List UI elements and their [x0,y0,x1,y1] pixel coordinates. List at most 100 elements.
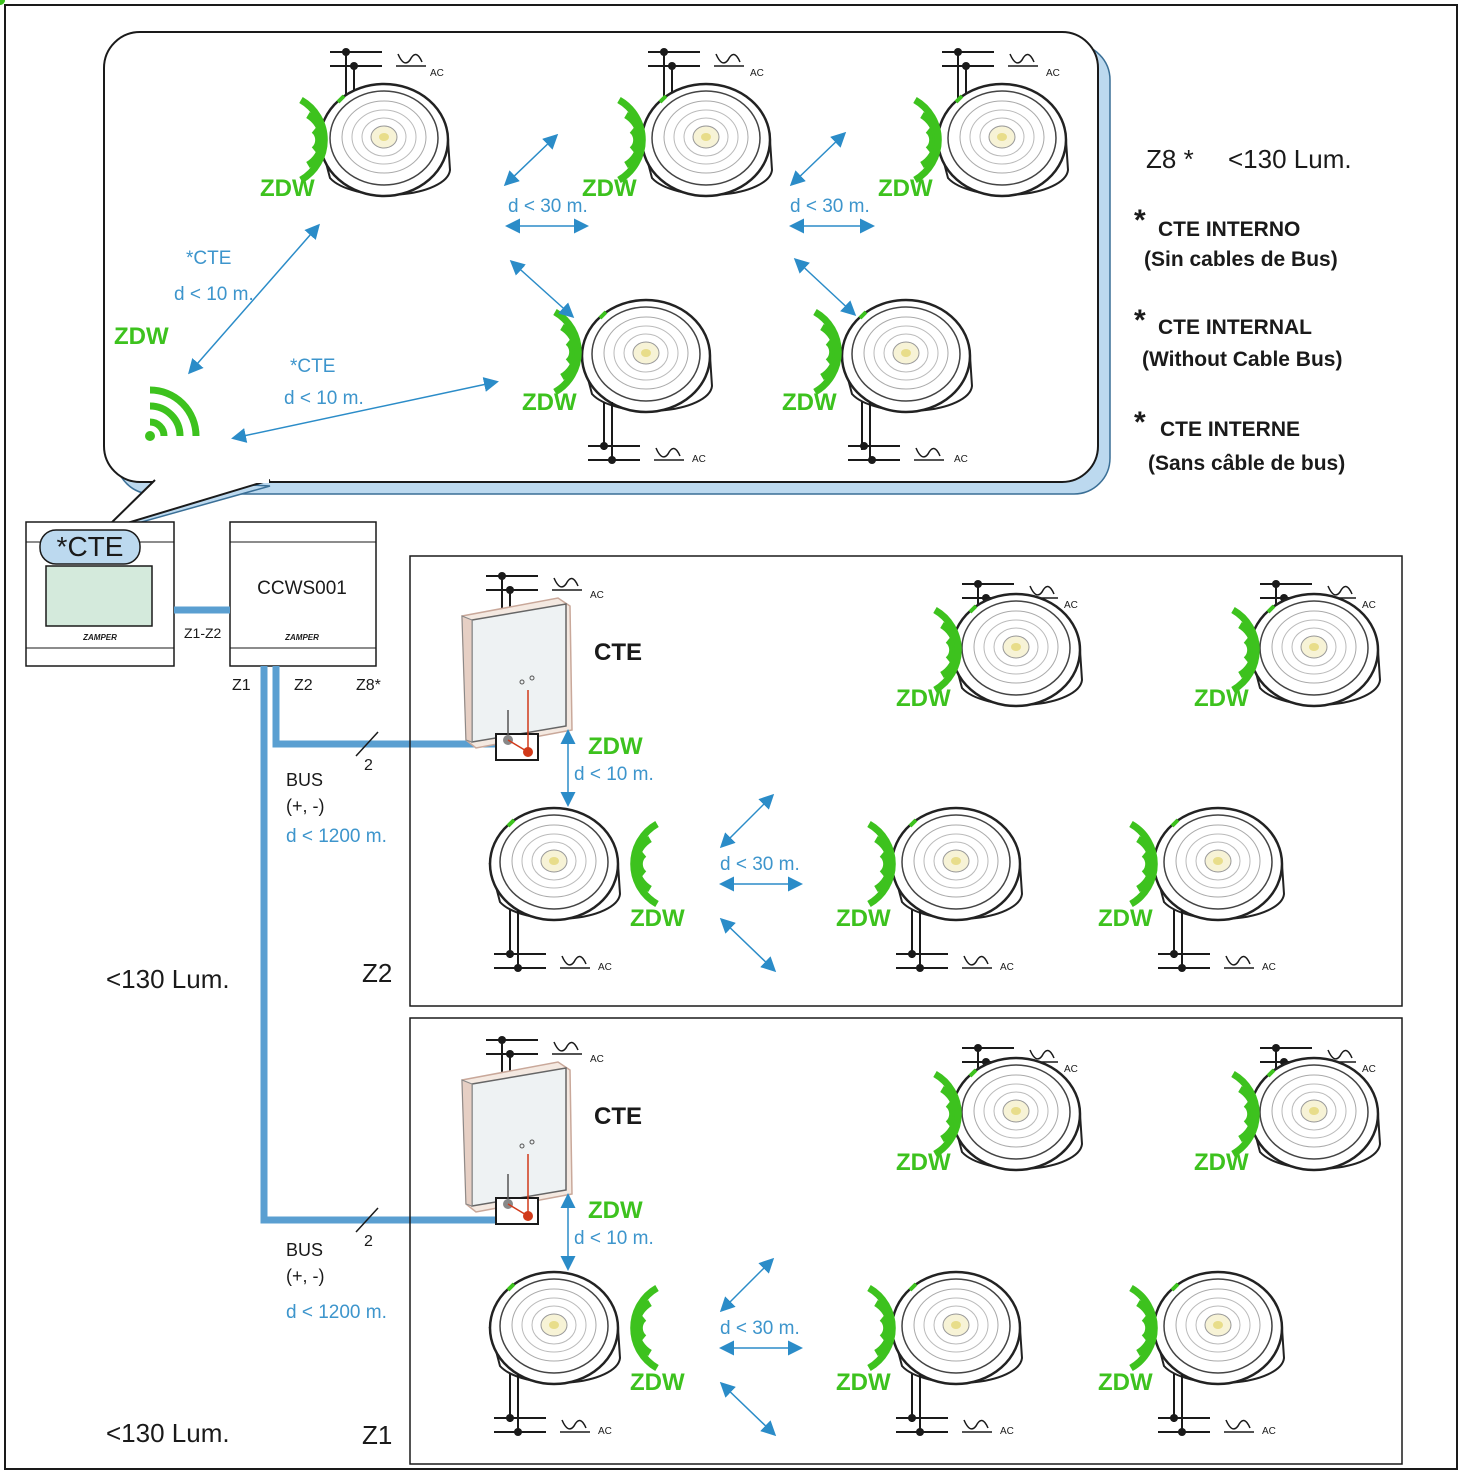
downlight-icon [936,82,1070,198]
port-z2: Z2 [294,677,313,694]
svg-text:ZDW: ZDW [582,175,637,202]
controller-screen [45,565,153,627]
ac-power-icon [1157,1413,1255,1437]
wifi-arcs-icon [935,1074,961,1154]
zdw-label: ZDW [1098,1369,1153,1396]
bus-terminal [495,1197,539,1225]
svg-text:(Sin cables de Bus): (Sin cables de Bus) [1144,248,1338,271]
svg-text:AC: AC [692,454,706,465]
cte-label: CTE [594,639,642,666]
wifi-arcs-icon [869,1288,895,1368]
ac-label: AC [598,962,612,973]
svg-text:AC: AC [1046,68,1060,79]
link-label-d30: d < 30 m. [790,196,870,217]
ac-label: AC [1064,1064,1078,1075]
ac-label: AC [598,1426,612,1437]
ac-label: AC [1000,1426,1014,1437]
bus-distance: d < 1200 m. [286,1302,387,1323]
z8-luminaire-1: AC ZDW [260,47,452,202]
bus-polarity: (+, -) [286,796,325,816]
svg-text:ZDW: ZDW [522,389,577,416]
svg-text:ZDW: ZDW [878,175,933,202]
link-label-cte: *CTE [290,356,335,377]
bus-polarity: (+, -) [286,1266,325,1286]
wall-sensor-device [461,1061,573,1213]
link-label-d30: d < 30 m. [508,196,588,217]
port-z1: Z1 [232,677,251,694]
zdw-label: ZDW [1098,905,1153,932]
zdw-label: ZDW [1194,685,1249,712]
zdw-label: ZDW [836,1369,891,1396]
ac-label: AC [1262,1426,1276,1437]
cte-label: CTE [594,1103,642,1130]
link-arrow [719,1381,777,1437]
z1-lum: <130 Lum. [106,1418,230,1448]
bus-label: BUS [286,1240,323,1260]
wire-count-tick [355,731,379,757]
zone-z2-box [409,555,1403,1007]
svg-text:*CTE: *CTE [57,531,124,562]
svg-text:ZDW: ZDW [114,323,169,350]
legend: Z8 * <130 Lum. * CTE INTERNO (Sin cables… [1134,144,1352,475]
ac-power-icon [1157,949,1255,973]
wifi-arcs-icon [1233,1074,1259,1154]
link-label-d30: d < 30 m. [720,1318,800,1339]
downlight-icon [890,1270,1024,1386]
bus-cables [174,606,496,1224]
svg-text:CTE INTERNO: CTE INTERNO [1158,218,1300,241]
ac-label: AC [1000,962,1014,973]
port-z1z2: Z1-Z2 [184,625,222,641]
wifi-arcs-icon [869,824,895,904]
ccws-model: CCWS001 [257,578,347,599]
downlight-icon [890,806,1024,922]
wire-count-tick [355,1207,379,1233]
downlight-icon [488,806,622,922]
downlight-icon [640,82,774,198]
cte-controller: ZAMPER *CTE [25,521,175,667]
z8-luminaire-4: AC ZDW [522,298,714,465]
z8-luminaire-2: AC ZDW [582,47,774,202]
port-z8: Z8* [356,677,381,694]
wifi-arcs-icon [1131,1288,1157,1368]
cte-badge [39,529,141,565]
svg-text:AC: AC [954,454,968,465]
z1-name: Z1 [362,1420,392,1450]
z8-title: Z8 * [1146,144,1194,174]
link-label-d10: d < 10 m. [574,1228,654,1249]
svg-text:ZDW: ZDW [782,389,837,416]
wifi-arcs-icon [631,824,657,904]
zdw-label: ZDW [630,1369,685,1396]
bus-distance: d < 1200 m. [286,826,387,847]
link-label-d10: d < 10 m. [174,284,254,305]
link-label-cte: *CTE [186,248,231,269]
link-label-d10: d < 10 m. [574,764,654,785]
svg-text:*: * [1134,204,1146,237]
ac-power-icon [895,1413,993,1437]
zdw-label: ZDW [896,1149,951,1176]
z8-cte-antenna: ZDW [114,323,196,441]
z8-lum: <130 Lum. [1228,144,1352,174]
wire-count: 2 [364,1233,373,1250]
wifi-arcs-icon [631,1288,657,1368]
zdw-label: ZDW [896,685,951,712]
outer-frame [4,4,1458,1470]
link-arrow [719,1257,775,1313]
svg-text:CTE INTERNAL: CTE INTERNAL [1158,316,1312,339]
downlight-icon [488,1270,622,1386]
wifi-arcs-icon [1233,610,1259,690]
ac-label: AC [1064,600,1078,611]
downlight-icon [318,82,452,198]
ac-power-icon [485,1035,583,1059]
zdw-label: ZDW [630,905,685,932]
z2-name: Z2 [362,958,392,988]
bus-terminal [495,733,539,761]
brand-logo: ZAMPER [284,633,319,642]
downlight-icon [1152,1270,1286,1386]
z8-luminaire-5: AC ZDW [782,298,974,465]
zone-z1-box [409,1017,1403,1465]
brand-logo: ZAMPER [82,633,117,642]
zdw-label: ZDW [588,1197,643,1224]
